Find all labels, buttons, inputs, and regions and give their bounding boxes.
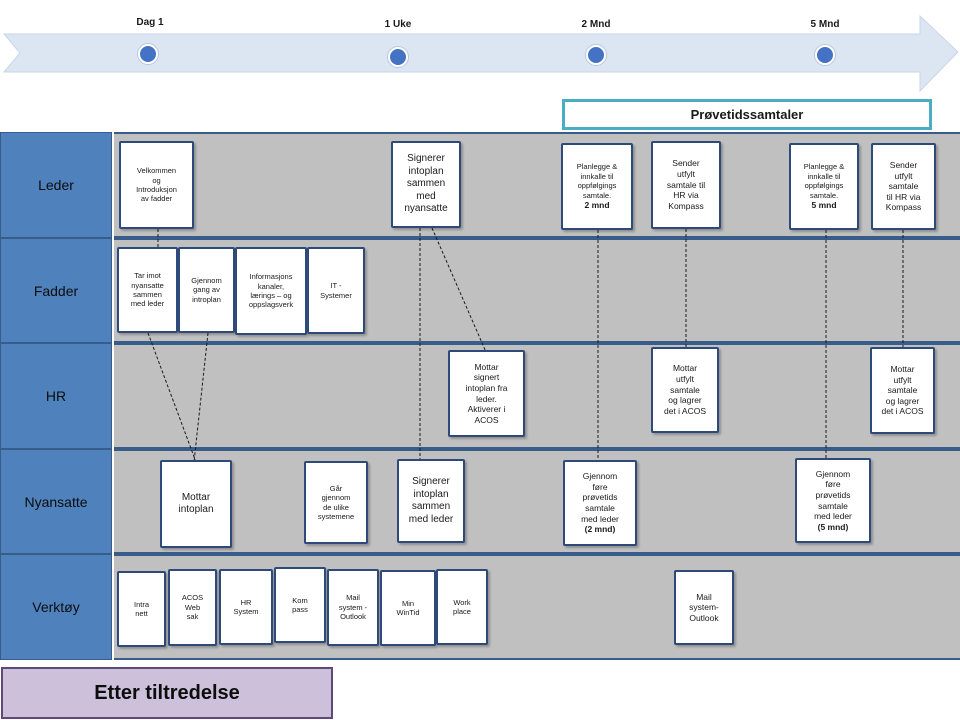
milestone-dot-1uke [388,47,408,67]
lane-label-leder: Leder [0,132,112,238]
milestone-dot-2mnd [586,45,606,65]
milestone-dot-5mnd [815,45,835,65]
card-it-systemer: IT -Systemer [307,247,365,334]
lane-body-hr [114,343,960,449]
milestone-label-dag1: Dag 1 [136,17,164,28]
lane-label-verktoy: Verktøy [0,554,112,660]
etter-tiltredelse-title: Etter tiltredelse [1,667,333,719]
milestone-label-2mnd: 2 Mnd [581,19,611,30]
milestone-label-5mnd: 5 Mnd [810,19,840,30]
lane-label-fadder: Fadder [0,238,112,343]
milestone-label-1uke: 1 Uke [384,19,412,30]
provetidssamtaler-header: Prøvetidssamtaler [562,99,932,130]
lane-label-nyansatte: Nyansatte [0,449,112,554]
lane-label-hr: HR [0,343,112,449]
milestone-dot-dag1 [138,44,158,64]
